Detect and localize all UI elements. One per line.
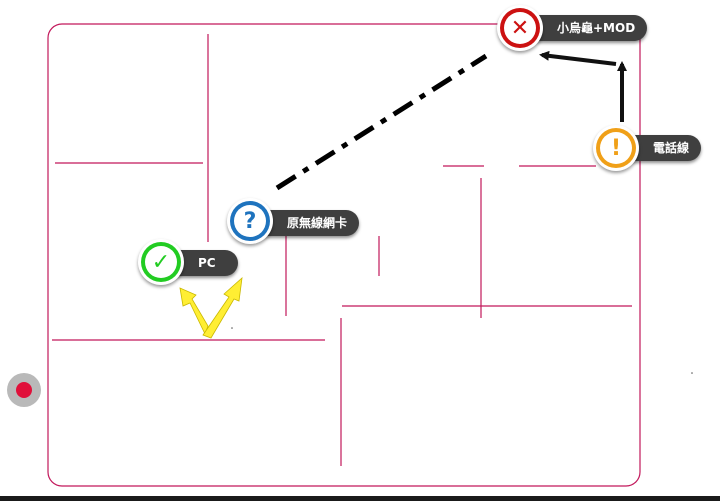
x-icon: ✕: [504, 12, 536, 44]
node-wifi-ring: ?: [230, 201, 270, 241]
bottom-edge-bar: [0, 496, 720, 501]
node-wifi-badge: ?: [227, 198, 273, 244]
stray-dot: [691, 372, 693, 374]
outer-wall: [47, 23, 641, 487]
node-pc-badge: ✓: [138, 239, 184, 285]
location-dot-icon: [16, 382, 32, 398]
black-arrows: [539, 50, 627, 122]
node-phone-badge: !: [593, 125, 639, 171]
location-marker[interactable]: [7, 373, 41, 407]
exclamation-icon: !: [600, 132, 632, 164]
node-pc[interactable]: PC ✓: [138, 239, 248, 285]
node-pc-ring: ✓: [141, 242, 181, 282]
node-phone-ring: !: [596, 128, 636, 168]
node-mod-ring: ✕: [500, 8, 540, 48]
dashed-link-line: [275, 53, 488, 191]
node-mod-label: 小烏龜+MOD: [531, 15, 648, 41]
check-icon: ✓: [145, 246, 177, 278]
stray-dot: [231, 327, 233, 329]
question-icon: ?: [234, 205, 266, 237]
yellow-arrows: [179, 276, 243, 339]
node-phone[interactable]: 電話線 !: [593, 125, 713, 171]
node-wifi-label: 原無線網卡: [261, 210, 360, 236]
node-phone-label: 電話線: [627, 135, 702, 161]
node-wifi[interactable]: 原無線網卡 ?: [227, 198, 377, 244]
node-mod-badge: ✕: [497, 5, 543, 51]
node-mod[interactable]: 小烏龜+MOD ✕: [497, 5, 657, 51]
